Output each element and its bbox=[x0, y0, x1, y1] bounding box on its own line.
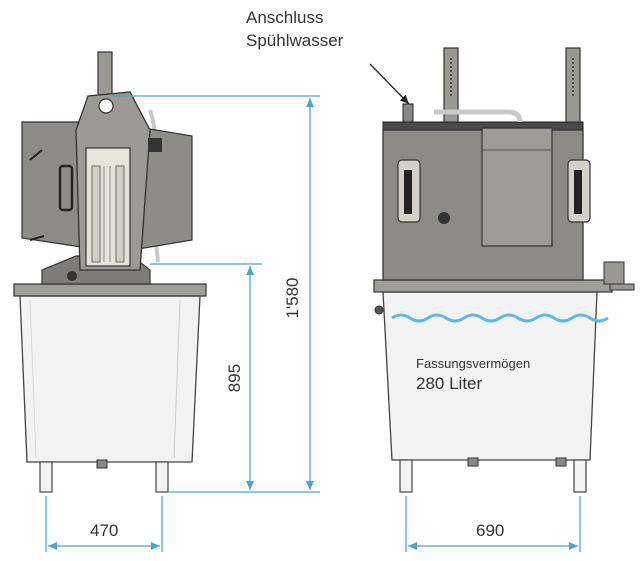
height-total-label: 1'580 bbox=[283, 277, 302, 319]
width-left-label: 470 bbox=[90, 521, 119, 540]
callout-label: Anschluss Spühlwasser bbox=[246, 6, 343, 52]
callout-arrow bbox=[369, 63, 410, 105]
width-right-label: 690 bbox=[476, 521, 505, 540]
capacity-label: Fassungsvermögen bbox=[416, 356, 531, 371]
dimension-lines bbox=[45, 95, 581, 552]
height-tank-label: 895 bbox=[225, 363, 244, 393]
front-view bbox=[373, 47, 635, 493]
callout-line-1: Anschluss bbox=[246, 8, 324, 27]
side-view bbox=[13, 51, 207, 493]
capacity-value: 280 Liter bbox=[416, 374, 483, 393]
callout-line-2: Spühlwasser bbox=[246, 31, 344, 50]
